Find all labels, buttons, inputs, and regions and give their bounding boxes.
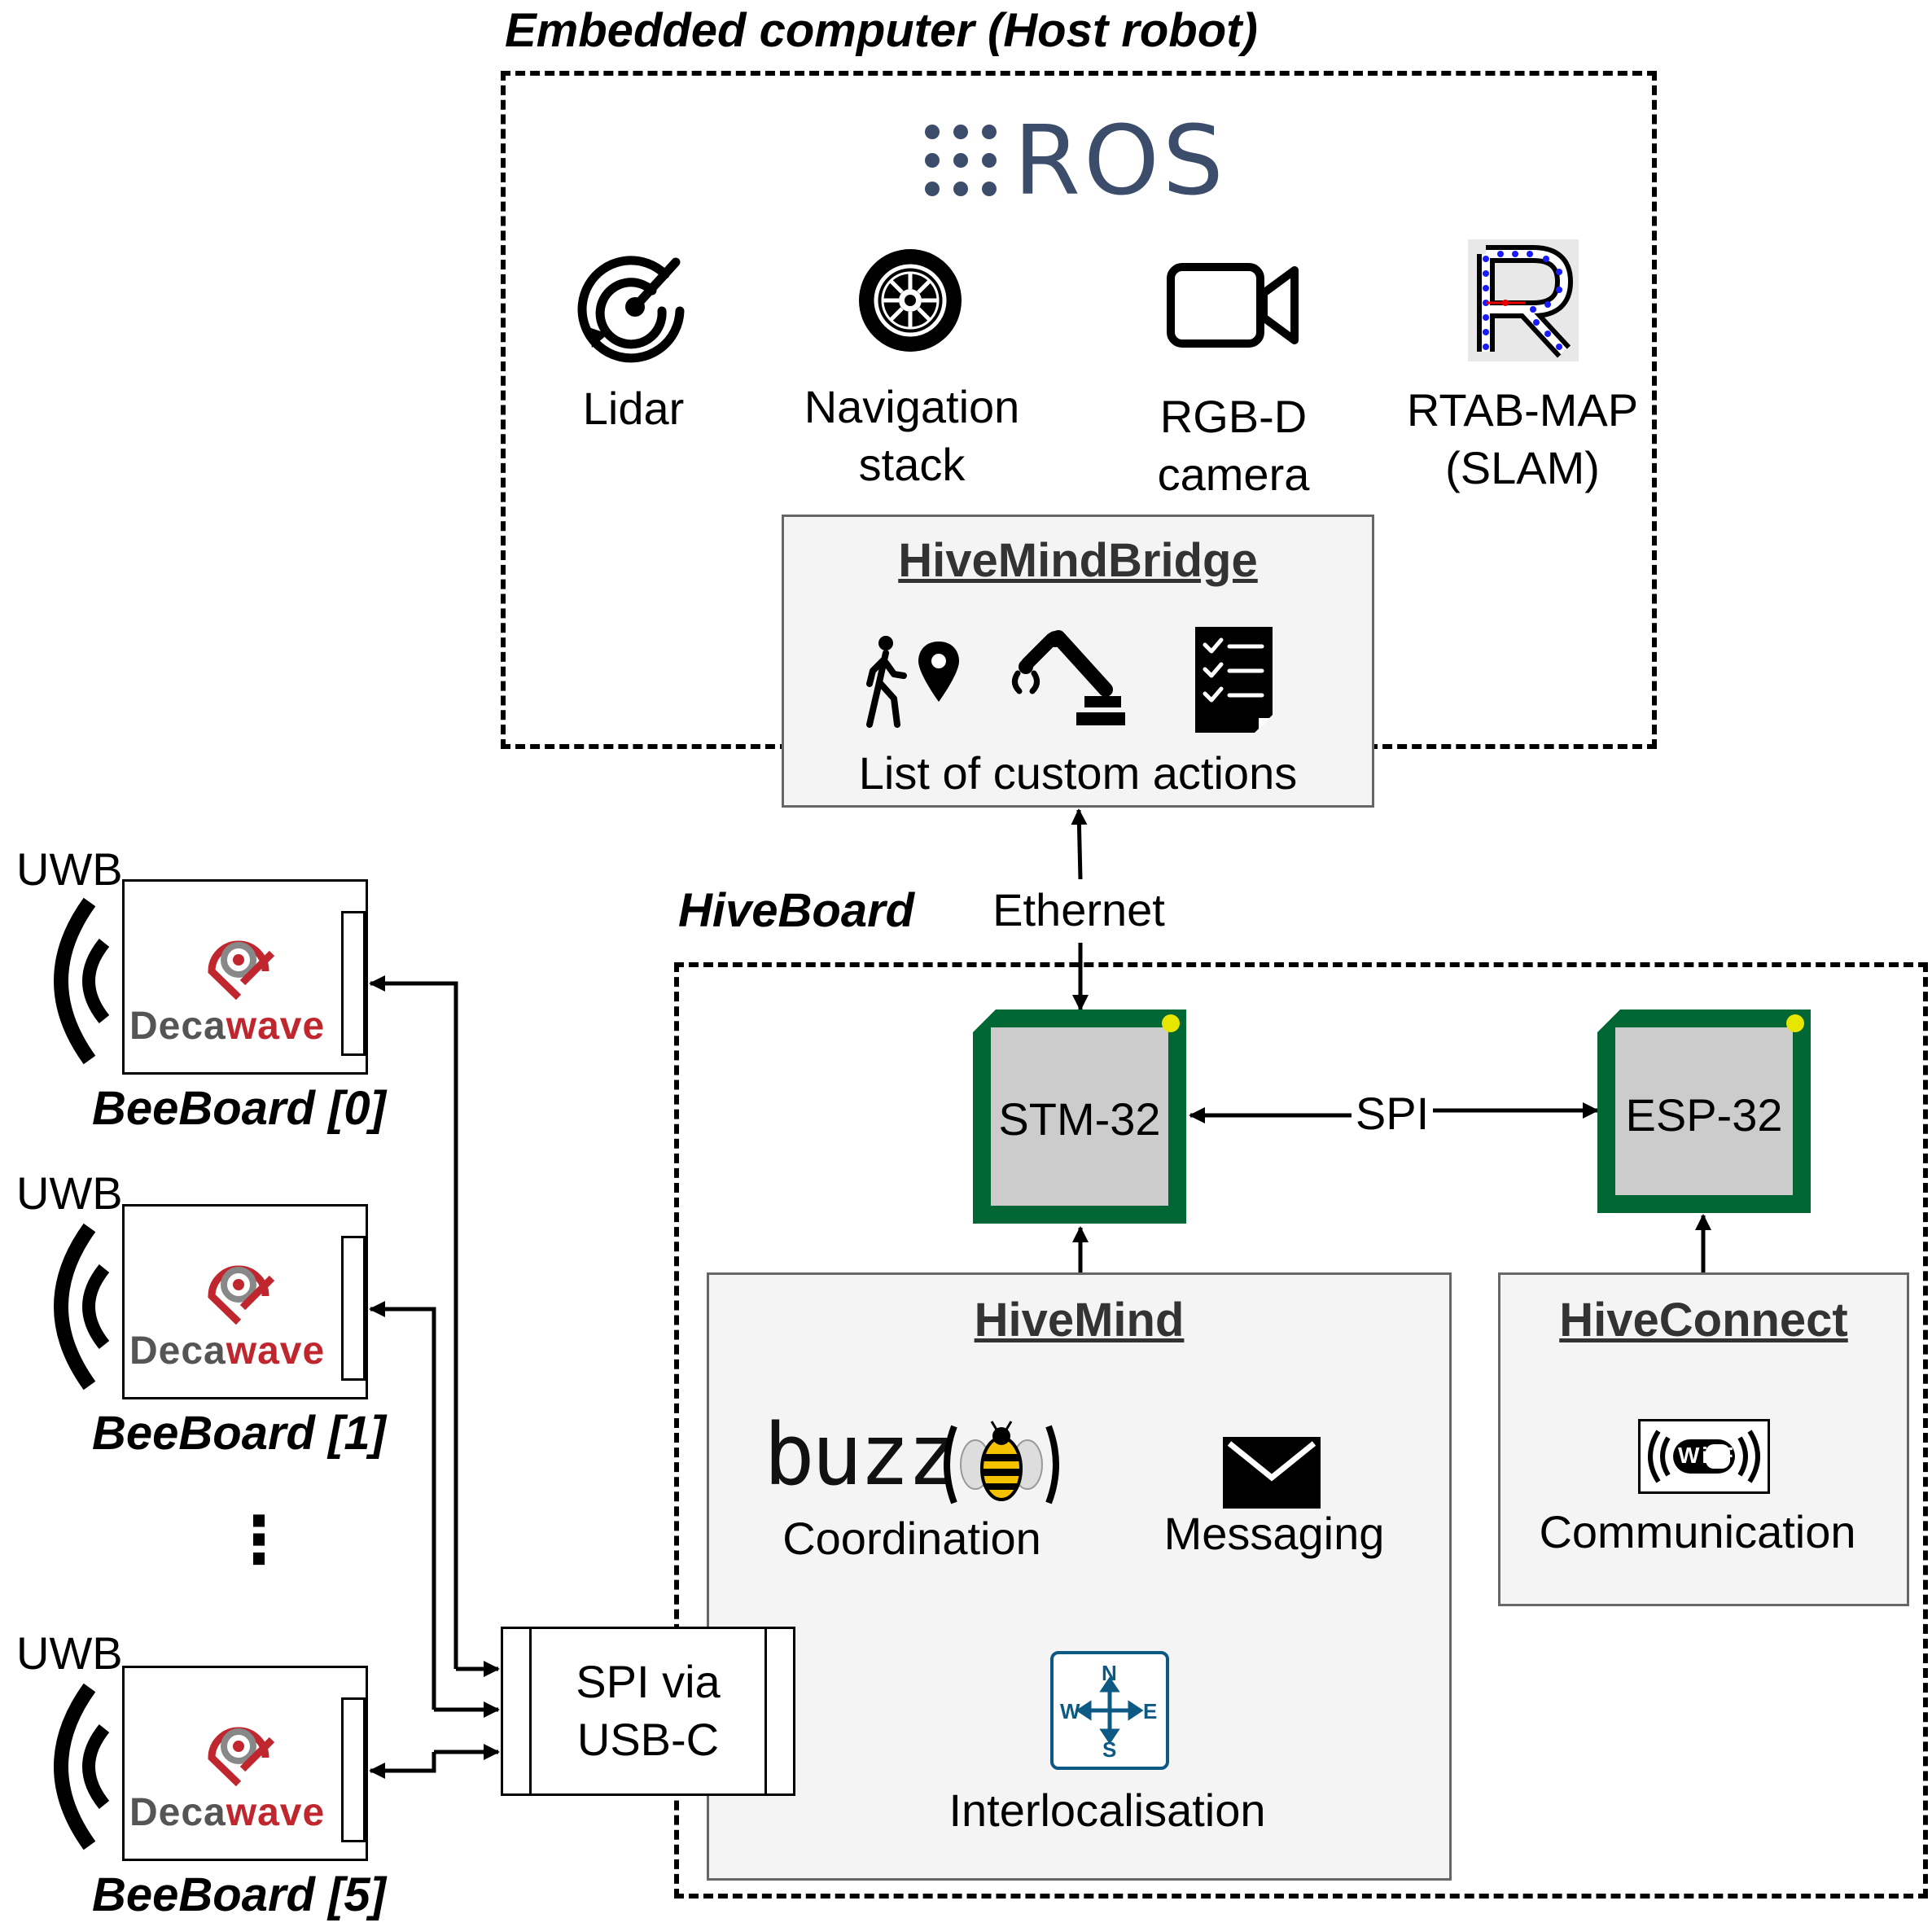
esp32-chip (1597, 1009, 1811, 1213)
ros-dots-icon (925, 125, 997, 196)
decawave-logo-icon (208, 1265, 275, 1325)
uwb-label: UWB (16, 1167, 123, 1219)
beeboard-0: Decawave (122, 879, 368, 1075)
robotic-arm-icon (1012, 630, 1125, 725)
spi-usb-line1: SPI via (576, 1656, 721, 1707)
uwb-signal-icon (54, 1223, 110, 1391)
hiveboard-title: HiveBoard (678, 884, 915, 937)
compass-e: E (1143, 1699, 1158, 1723)
navigation-label-line1: Navigation (804, 381, 1020, 432)
hivemindbridge-title: HiveMindBridge (898, 534, 1258, 587)
compass-w: W (1060, 1699, 1080, 1723)
radar-icon (577, 256, 685, 363)
decawave-logo-icon (208, 1727, 275, 1787)
uwb-label: UWB (16, 843, 123, 895)
communication-label: Communication (1539, 1506, 1856, 1557)
checklist-icon (1195, 627, 1273, 733)
esp32-label: ESP-32 (1625, 1089, 1783, 1141)
uwb-label: UWB (16, 1627, 123, 1679)
walk-to-location-icon (866, 636, 959, 728)
buzz-logo-text: buzz (764, 1405, 957, 1504)
beeboard-5: Decawave (122, 1666, 368, 1861)
video-camera-icon (1167, 263, 1299, 348)
uwb-signal-icon (54, 1683, 110, 1850)
envelope-icon (1223, 1437, 1321, 1509)
hivemind-box (707, 1272, 1452, 1881)
ethernet-label: Ethernet (992, 884, 1165, 935)
compass-icon: N S W E (1050, 1651, 1169, 1770)
spi-usb-line2: USB-C (576, 1714, 720, 1765)
chip-indicator-icon (1786, 1014, 1804, 1032)
beeboard-0-label: BeeBoard [0] (92, 1082, 386, 1135)
decawave-logo-text: Decawave (129, 1791, 326, 1834)
ros-logo-text: ROS (1014, 104, 1227, 217)
decawave-logo-text: Decawave (129, 1329, 326, 1373)
compass-s: S (1102, 1737, 1117, 1762)
bee-icon (944, 1421, 1059, 1504)
hiveboard-container (674, 962, 1928, 1899)
stm32-chip (973, 1009, 1186, 1224)
stm32-label: STM-32 (998, 1093, 1161, 1145)
spi-usb-c-box (501, 1627, 795, 1796)
decawave-logo-text: Decawave (129, 1005, 326, 1048)
coordination-label: Coordination (782, 1513, 1041, 1564)
hivemind-title: HiveMind (974, 1294, 1185, 1347)
beeboard-1-label: BeeBoard [1] (92, 1407, 386, 1460)
rtabmap-label-line1: RTAB-MAP (1406, 384, 1639, 436)
beeboard-1: Decawave (122, 1204, 368, 1399)
lidar-label: Lidar (582, 383, 685, 434)
host-title: Embedded computer (Host robot) (505, 4, 1258, 57)
navigation-label-line2: stack (858, 439, 966, 490)
rtabmap-logo-icon (1468, 239, 1579, 361)
compass-n: N (1102, 1661, 1117, 1685)
spi-label: SPI (1355, 1088, 1430, 1139)
interlocalisation-label: Interlocalisation (948, 1785, 1266, 1836)
hiveconnect-title: HiveConnect (1559, 1294, 1848, 1347)
uwb-signal-icon (54, 897, 110, 1065)
camera-label-line1: RGB-D (1159, 391, 1308, 442)
camera-label-line2: camera (1157, 449, 1310, 500)
wifi-logo-text: Wi Fi (1678, 1443, 1745, 1468)
bridge-caption: List of custom actions (858, 747, 1298, 799)
chip-indicator-icon (1162, 1014, 1180, 1032)
decawave-logo-icon (208, 940, 275, 1001)
rtabmap-label-line2: (SLAM) (1445, 442, 1600, 493)
ellipsis: ⋮ (226, 1504, 291, 1576)
messaging-label: Messaging (1163, 1508, 1385, 1559)
wheel-icon (859, 249, 962, 352)
beeboard-5-label: BeeBoard [5] (92, 1868, 386, 1921)
wifi-logo-icon: Wi Fi (1638, 1419, 1770, 1494)
